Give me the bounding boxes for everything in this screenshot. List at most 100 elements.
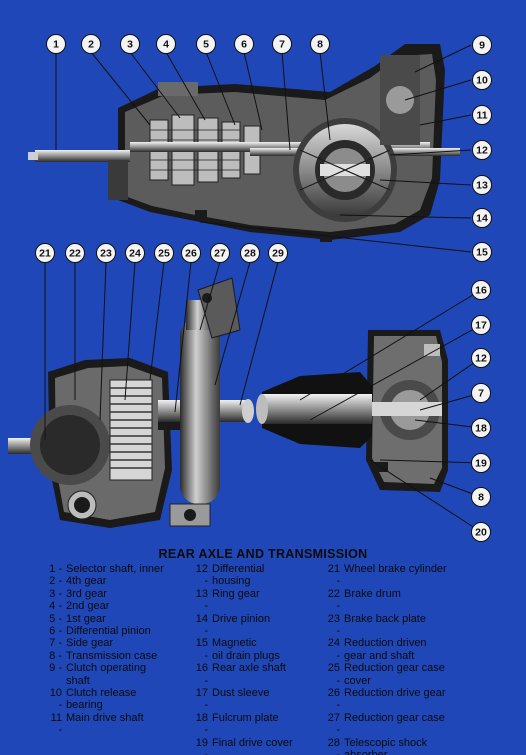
legend-item-8: 8 -Transmission case [44, 650, 214, 662]
legend-number: 25 - [327, 662, 340, 687]
callout-number: 22 [69, 248, 81, 260]
legend-number: 21 - [327, 563, 340, 588]
callout-number: 20 [475, 527, 487, 539]
legend-number: 12 - [195, 563, 208, 588]
legend-number: 10 - [49, 687, 62, 712]
callout-circle [81, 34, 101, 54]
legend-number: 17 - [195, 687, 208, 712]
callout-number: 28 [244, 248, 256, 260]
legend-item-26: 26 -Reduction drive gear [322, 687, 522, 712]
callout-circle [196, 34, 216, 54]
legend-number: 4 - [49, 600, 62, 613]
callout-6: 6 [234, 34, 254, 54]
legend-text: Drive pinion [212, 612, 271, 625]
callout-7: 7 [272, 34, 292, 54]
callout-17: 17 [471, 315, 491, 335]
callout-circle [472, 70, 492, 90]
legend-number: 28 - [327, 736, 340, 755]
legend-number: 5 - [49, 612, 62, 625]
callout-number: 16 [475, 285, 487, 297]
legend-item-2: 2 -4th gear [44, 575, 214, 587]
callout-20: 20 [471, 522, 491, 542]
legend-item-27: 27 -Reduction gear case [322, 712, 522, 737]
legend-text: Selector shaft, inner [66, 563, 164, 575]
callout-circle [471, 453, 491, 473]
upper-transmission [28, 44, 460, 242]
legend-text: 3rd gear [66, 587, 107, 600]
legend-number: 15 - [195, 637, 208, 662]
callout-number: 4 [163, 39, 169, 51]
legend-number: 3 - [49, 587, 62, 600]
legend-number: 23 - [327, 612, 340, 638]
callout-circle [96, 243, 116, 263]
legend-item-6: 6 -Differential pinion [44, 625, 214, 637]
callout-circle [472, 208, 492, 228]
callout-circle [268, 243, 288, 263]
callout-28: 28 [240, 243, 260, 263]
legend-text: Clutch release bearing [66, 687, 137, 712]
legend-text: Transmission case [66, 649, 158, 662]
callout-circle [472, 175, 492, 195]
callout-circle [471, 383, 491, 403]
callout-number: 29 [272, 248, 284, 260]
callout-4: 4 [156, 34, 176, 54]
legend-text: Reduction gear case cover [344, 662, 445, 687]
callout-13: 13 [472, 175, 492, 195]
callout-18: 18 [471, 418, 491, 438]
legend-item-3: 3 - 3rd gear [44, 588, 214, 600]
callout-number: 7 [478, 388, 484, 400]
legend-text: Wheel brake cylinder [344, 563, 447, 575]
callout-circle [234, 34, 254, 54]
legend-item-23: 23 - Brake back plate [322, 613, 522, 638]
callout-number: 8 [478, 492, 484, 504]
legend-text: Reduction gear case [344, 711, 445, 724]
callout-number: 19 [475, 458, 487, 470]
legend-number: 13 - [195, 587, 208, 613]
legend-text: Brake back plate [344, 612, 426, 625]
callout-25: 25 [154, 243, 174, 263]
callout-8: 8 [310, 34, 330, 54]
legend-text: Side gear [66, 637, 114, 650]
callout-number: 14 [476, 213, 488, 225]
callout-number: 12 [475, 353, 487, 365]
legend-number: 11 - [50, 711, 62, 737]
callout-number: 6 [241, 39, 247, 51]
legend-item-18: 18 -Fulcrum plate [190, 712, 340, 737]
callout-5: 5 [196, 34, 216, 54]
final-drive-assembly [256, 330, 448, 492]
legend-item-4: 4 -2nd gear [44, 600, 214, 612]
callout-number: 27 [214, 248, 226, 260]
callout-number: 8 [317, 39, 323, 51]
legend-item-28: 28 -Telescopic shock absorber [322, 737, 522, 755]
legend-text: Ring gear [212, 587, 260, 600]
legend-item-11: 11 -Main drive shaft [44, 712, 214, 737]
callout-number: 17 [475, 320, 487, 332]
legend-item-19: 19 -Final drive cover [190, 737, 340, 755]
legend-item-13: 13 - Ring gear [190, 588, 340, 613]
legend-number: 18 - [195, 711, 208, 737]
callout-circle [156, 34, 176, 54]
callout-24: 24 [125, 243, 145, 263]
callout-16: 16 [471, 280, 491, 300]
callout-circle [125, 243, 145, 263]
legend-text: Final drive cover [212, 736, 293, 749]
legend-item-14: 14 -Drive pinion [190, 613, 340, 638]
callout-number: 26 [185, 248, 197, 260]
callout-12: 12 [471, 348, 491, 368]
callout-circle [65, 243, 85, 263]
callout-circle [472, 105, 492, 125]
legend-item-22: 22 -Brake drum [322, 588, 522, 613]
legend-text: Dust sleeve [212, 687, 270, 700]
callout-29: 29 [268, 243, 288, 263]
legend-item-24: 24 -Reduction driven gear and shaft [322, 637, 522, 662]
callout-15: 15 [472, 242, 492, 262]
callout-circle [310, 34, 330, 54]
callout-circle [471, 348, 491, 368]
legend-number: 6 - [49, 625, 62, 638]
callout-number: 10 [476, 75, 488, 87]
callout-12: 12 [472, 140, 492, 160]
callout-number: 9 [479, 40, 485, 52]
callout-number: 11 [476, 110, 487, 122]
